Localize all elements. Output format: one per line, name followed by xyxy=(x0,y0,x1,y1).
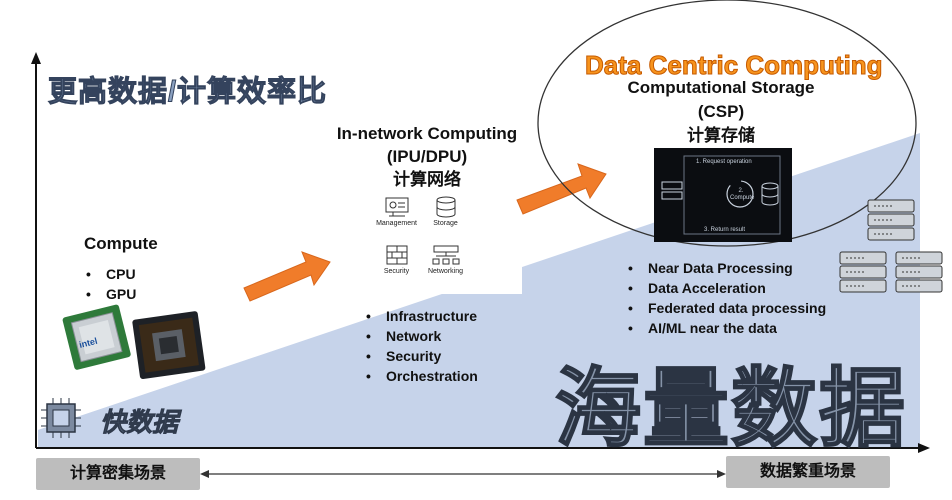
server-icon xyxy=(661,181,683,200)
list-item: Data Acceleration xyxy=(626,278,826,298)
security-tile: Security xyxy=(372,244,421,275)
list-item: Network xyxy=(364,326,478,346)
list-item: Security xyxy=(364,346,478,366)
list-item: Orchestration xyxy=(364,366,478,386)
database-icon xyxy=(761,182,779,206)
cpu-chip-image xyxy=(62,304,131,370)
cpu-chip-label: intel xyxy=(78,336,98,350)
csp-line1: Computational Storage xyxy=(627,78,815,97)
icon-caption: Networking xyxy=(427,268,463,275)
list-item: GPU xyxy=(84,284,136,304)
data-heavy-scenario: 数据繁重场景 xyxy=(726,456,890,488)
in-network-line2: (IPU/DPU) xyxy=(386,147,468,166)
in-network-line3: 计算网络 xyxy=(393,170,461,189)
in-network-icon-grid: Management Storage Security Networking xyxy=(372,190,470,288)
request-operation-label: 1. Request operation xyxy=(696,159,752,165)
list-item: CPU xyxy=(84,264,136,284)
chip-icon xyxy=(41,398,81,438)
server-rack-icon-top xyxy=(867,199,915,241)
dcc-list: Near Data Processing Data Acceleration F… xyxy=(626,258,826,338)
compute-list: CPU GPU xyxy=(84,264,136,304)
efficiency-title: 更高数据/计算效率比 xyxy=(47,76,328,109)
server-rack-icon-right xyxy=(895,251,943,293)
compute-heading: Compute xyxy=(84,234,158,253)
csp-line2: (CSP) xyxy=(697,102,745,121)
icon-caption: Storage xyxy=(433,220,458,227)
gpu-card-image xyxy=(132,311,206,380)
x-axis-arrowhead xyxy=(918,443,930,453)
storage-icon xyxy=(436,196,455,218)
list-item: Near Data Processing xyxy=(626,258,826,278)
in-network-heading: In-network Computing (IPU/DPU) 计算网络 xyxy=(322,122,532,191)
compute-flow-diagram: 1. Request operation 2. Compute 3. Retur… xyxy=(654,148,792,242)
compute-cycle-icon xyxy=(726,180,754,208)
y-axis-arrowhead xyxy=(31,52,41,64)
csp-line3: 计算存储 xyxy=(687,126,755,145)
networking-tile: Networking xyxy=(421,244,470,275)
compute-intensive-scenario: 计算密集场景 xyxy=(36,458,200,490)
massive-data-label: 海量数据 xyxy=(554,360,907,458)
management-tile: Management xyxy=(372,196,421,227)
orange-arrow-2 xyxy=(516,163,607,215)
icon-caption: Management xyxy=(376,220,417,227)
in-network-list: Infrastructure Network Security Orchestr… xyxy=(364,306,478,386)
compute-step-label: 2. Compute xyxy=(730,188,755,201)
list-item: Infrastructure xyxy=(364,306,478,326)
data-centric-title: Data Centric Computing xyxy=(585,50,884,81)
fast-data-label: 快数据 xyxy=(100,407,179,438)
return-result-label: 3. Return result xyxy=(704,227,746,233)
data-centric-ellipse xyxy=(537,0,917,247)
list-item: Federated data processing xyxy=(626,298,826,318)
icon-caption: Security xyxy=(383,268,410,275)
csp-heading: Computational Storage (CSP) 计算存储 xyxy=(606,76,836,148)
orange-arrow-1 xyxy=(243,251,331,302)
management-icon xyxy=(385,197,408,217)
firewall-icon xyxy=(386,245,407,265)
in-network-line1: In-network Computing xyxy=(336,124,518,143)
storage-tile: Storage xyxy=(421,196,470,227)
list-item: AI/ML near the data xyxy=(626,318,826,338)
server-rack-icon-left xyxy=(839,251,887,293)
network-switch-icon xyxy=(432,245,459,265)
